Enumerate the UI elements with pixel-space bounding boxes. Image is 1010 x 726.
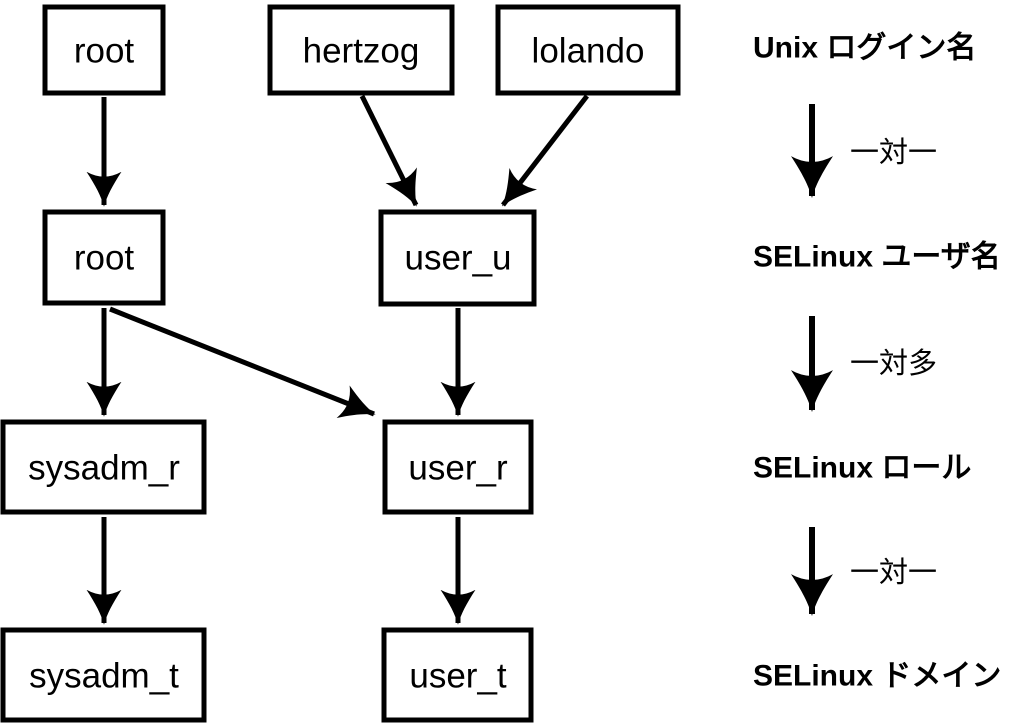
node-box — [495, 4, 681, 96]
node-user-t: user_t — [381, 627, 534, 723]
legend-level-unix-login: Unix ログイン名 — [753, 32, 976, 65]
node-box — [42, 209, 166, 306]
node-selinux-root: root — [42, 209, 166, 306]
legend: Unix ログイン名 一対一 SELinux ユーザ名 一対多 SELinux … — [753, 32, 1001, 693]
node-unix-root: root — [42, 4, 166, 96]
node-box — [42, 4, 166, 96]
legend-rel-one-to-one-2: 一対一 — [850, 556, 937, 589]
legend-level-selinux-role: SELinux ロール — [753, 452, 971, 485]
legend-level-selinux-domain: SELinux ドメイン — [753, 660, 1001, 693]
node-label: user_u — [404, 239, 511, 278]
arrow-lolando-to-user-u — [501, 94, 589, 207]
connectors — [86, 94, 589, 625]
node-label: sysadm_r — [28, 449, 180, 488]
legend-rel-one-to-many: 一対多 — [850, 347, 937, 380]
node-box — [0, 627, 207, 723]
node-sysadm-t: sysadm_t — [0, 627, 207, 723]
node-box — [0, 419, 207, 515]
arrow-selinuxroot-to-user-r — [109, 306, 376, 418]
node-label: root — [74, 239, 135, 278]
node-user-r: user_r — [382, 419, 534, 515]
node-unix-lolando: lolando — [495, 4, 681, 96]
node-box — [267, 4, 455, 96]
node-sysadm-r: sysadm_r — [0, 419, 207, 515]
node-box — [378, 209, 537, 307]
arrow-hertzog-to-user-u — [359, 94, 419, 207]
node-label: root — [74, 32, 135, 71]
legend-rel-one-to-one-1: 一対一 — [850, 136, 937, 169]
node-label: user_t — [409, 657, 507, 696]
node-box — [381, 627, 534, 723]
node-label: sysadm_t — [29, 657, 179, 696]
node-label: hertzog — [303, 32, 420, 71]
node-label: user_r — [408, 449, 508, 488]
node-unix-hertzog: hertzog — [267, 4, 455, 96]
node-user-u: user_u — [378, 209, 537, 307]
legend-level-selinux-user: SELinux ユーザ名 — [753, 241, 1001, 274]
node-label: lolando — [532, 32, 645, 71]
node-box — [382, 419, 534, 515]
